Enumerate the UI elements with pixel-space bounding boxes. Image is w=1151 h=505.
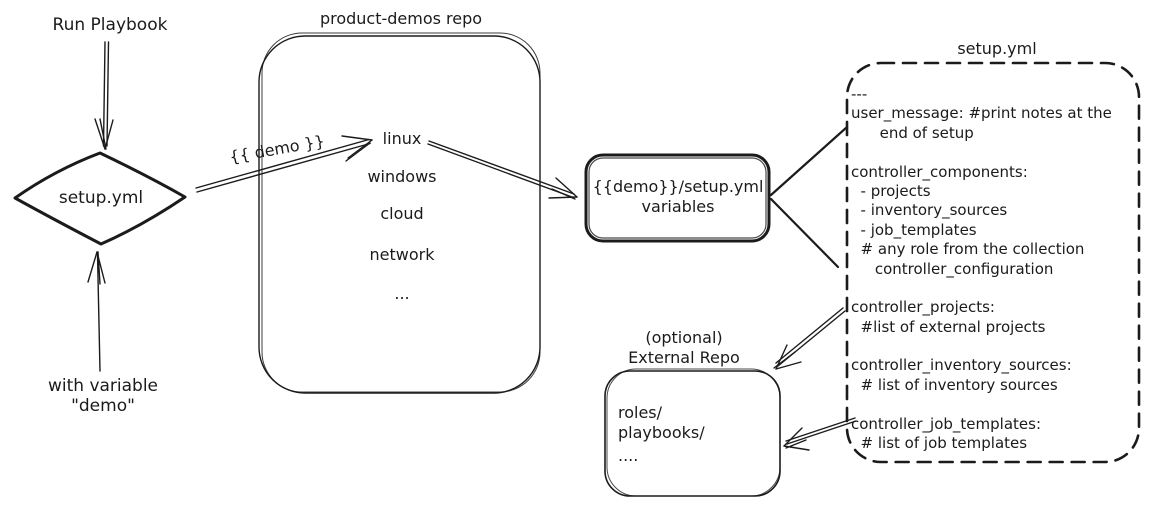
fanout-line-bottom (769, 197, 840, 269)
variables-box-line2: variables (641, 197, 715, 216)
variables-box-shape-pass2 (588, 157, 767, 239)
external-repo-content: roles/ playbooks/ .... (618, 403, 705, 466)
repo-item-ellipsis: ... (394, 284, 410, 303)
run-playbook-label: Run Playbook (52, 15, 168, 35)
variables-box-shape (584, 153, 771, 243)
with-variable-arrow (87, 251, 106, 372)
yaml-line: # list of job templates (851, 434, 1028, 453)
variables-box-label: {{demo}}/setup.yml variables (593, 177, 764, 217)
repo-item-network: network (369, 245, 435, 264)
with-variable-label: with variable "demo" (48, 376, 158, 416)
yaml-line: - inventory_sources (851, 201, 1008, 220)
yaml-line: controller_configuration (851, 259, 1054, 278)
external-repo-line1: roles/ (618, 403, 663, 422)
yaml-line: controller_inventory_sources: (851, 356, 1072, 375)
repo-item-windows: windows (367, 167, 437, 186)
yaml-line: user_message: #print notes at the (851, 104, 1112, 123)
fanout-line-top (769, 125, 849, 197)
external-repo-line2: playbooks/ (618, 423, 705, 442)
external-repo-title-line2: External Repo (628, 348, 740, 367)
yaml-line (851, 395, 1112, 414)
repo-title: product-demos repo (319, 9, 483, 28)
yaml-line: controller_components: (851, 162, 1028, 181)
projects-to-external-arrow (773, 307, 846, 370)
external-repo-line3: .... (618, 446, 639, 465)
diamond-shape (13, 151, 187, 246)
yaml-line (851, 337, 1112, 356)
yaml-line: - projects (851, 181, 931, 200)
demo-arrow (195, 135, 373, 193)
yaml-line: --- (851, 85, 868, 103)
yaml-line: - job_templates (851, 220, 977, 239)
yaml-line (851, 143, 1112, 162)
diamond-label: setup.yml (58, 188, 144, 208)
yaml-line: end of setup (851, 123, 974, 142)
setup-file-title: setup.yml (957, 39, 1037, 58)
yaml-line: controller_projects: (851, 298, 995, 317)
with-variable-line1: with variable (47, 376, 159, 396)
variables-box-line1: {{demo}}/setup.yml (592, 177, 764, 196)
yaml-line: #list of external projects (851, 317, 1046, 336)
with-variable-line2: "demo" (71, 396, 135, 416)
repo-box-shape-pass2 (261, 32, 541, 393)
linux-to-variables-arrow (427, 140, 578, 200)
run-playbook-arrow (94, 41, 114, 150)
repo-item-linux: linux (382, 129, 422, 148)
yaml-line (851, 279, 1112, 298)
external-repo-title: (optional) External Repo (628, 328, 740, 368)
yaml-line: # list of inventory sources (851, 375, 1058, 394)
job-templates-to-external-arrow (783, 417, 857, 451)
yaml-line: # any role from the collection (851, 240, 1085, 259)
yaml-content: --- user_message: #print notes at the en… (851, 85, 1112, 453)
external-repo-title-line1: (optional) (645, 328, 723, 347)
yaml-line: controller_job_templates: (851, 414, 1042, 433)
setup-file-box-shape (845, 61, 1141, 464)
repo-item-cloud: cloud (380, 204, 424, 223)
external-repo-box-shape-pass2 (606, 368, 781, 497)
